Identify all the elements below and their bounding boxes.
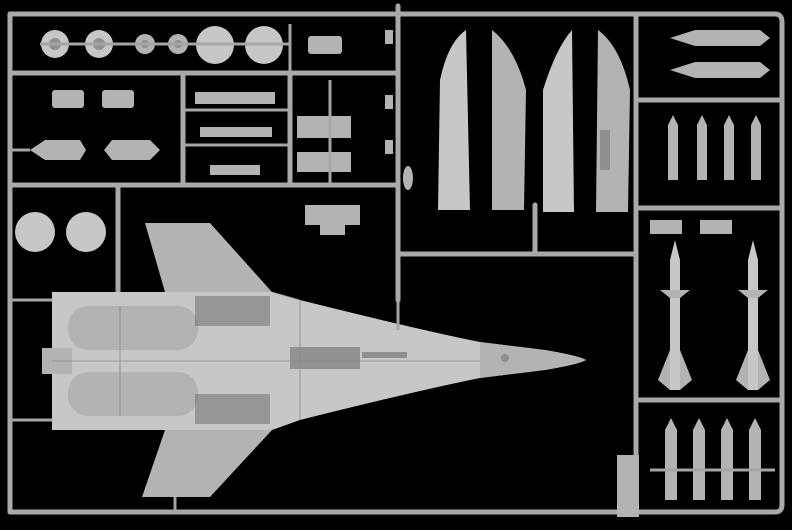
- sprue-frame: [7, 3, 785, 517]
- air-to-air-missiles: [658, 240, 770, 390]
- aircraft-gates: [10, 298, 400, 512]
- small-missile-parts: [668, 115, 761, 180]
- round-disc-parts: [15, 212, 106, 252]
- right-column-parts: [650, 30, 775, 500]
- small-detail-parts: [30, 30, 413, 235]
- sprue-tag: [617, 455, 639, 517]
- intake-halves: [438, 30, 630, 212]
- wheel-parts: [40, 24, 342, 73]
- short-missile-parts: [650, 418, 775, 500]
- aircraft-lower-fuselage: [42, 223, 586, 497]
- left-wing: [145, 223, 272, 292]
- right-wing: [142, 430, 272, 497]
